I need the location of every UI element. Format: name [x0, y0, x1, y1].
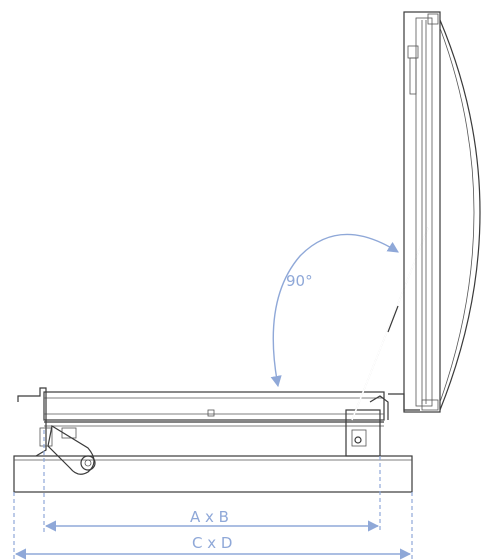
gas-strut [351, 227, 429, 421]
dimension-lines: A x B C x D [13, 430, 413, 560]
angle-label: 90° [286, 272, 313, 290]
dimension-ab-label: A x B [190, 508, 229, 526]
dimension-cd-label: C x D [192, 534, 232, 552]
hinge-lever [47, 425, 95, 475]
curb-base [13, 455, 413, 493]
dome-lens [439, 19, 481, 411]
open-lid [388, 11, 481, 413]
angle-indicator: 90° [270, 233, 399, 388]
hatch-frame [17, 387, 389, 475]
